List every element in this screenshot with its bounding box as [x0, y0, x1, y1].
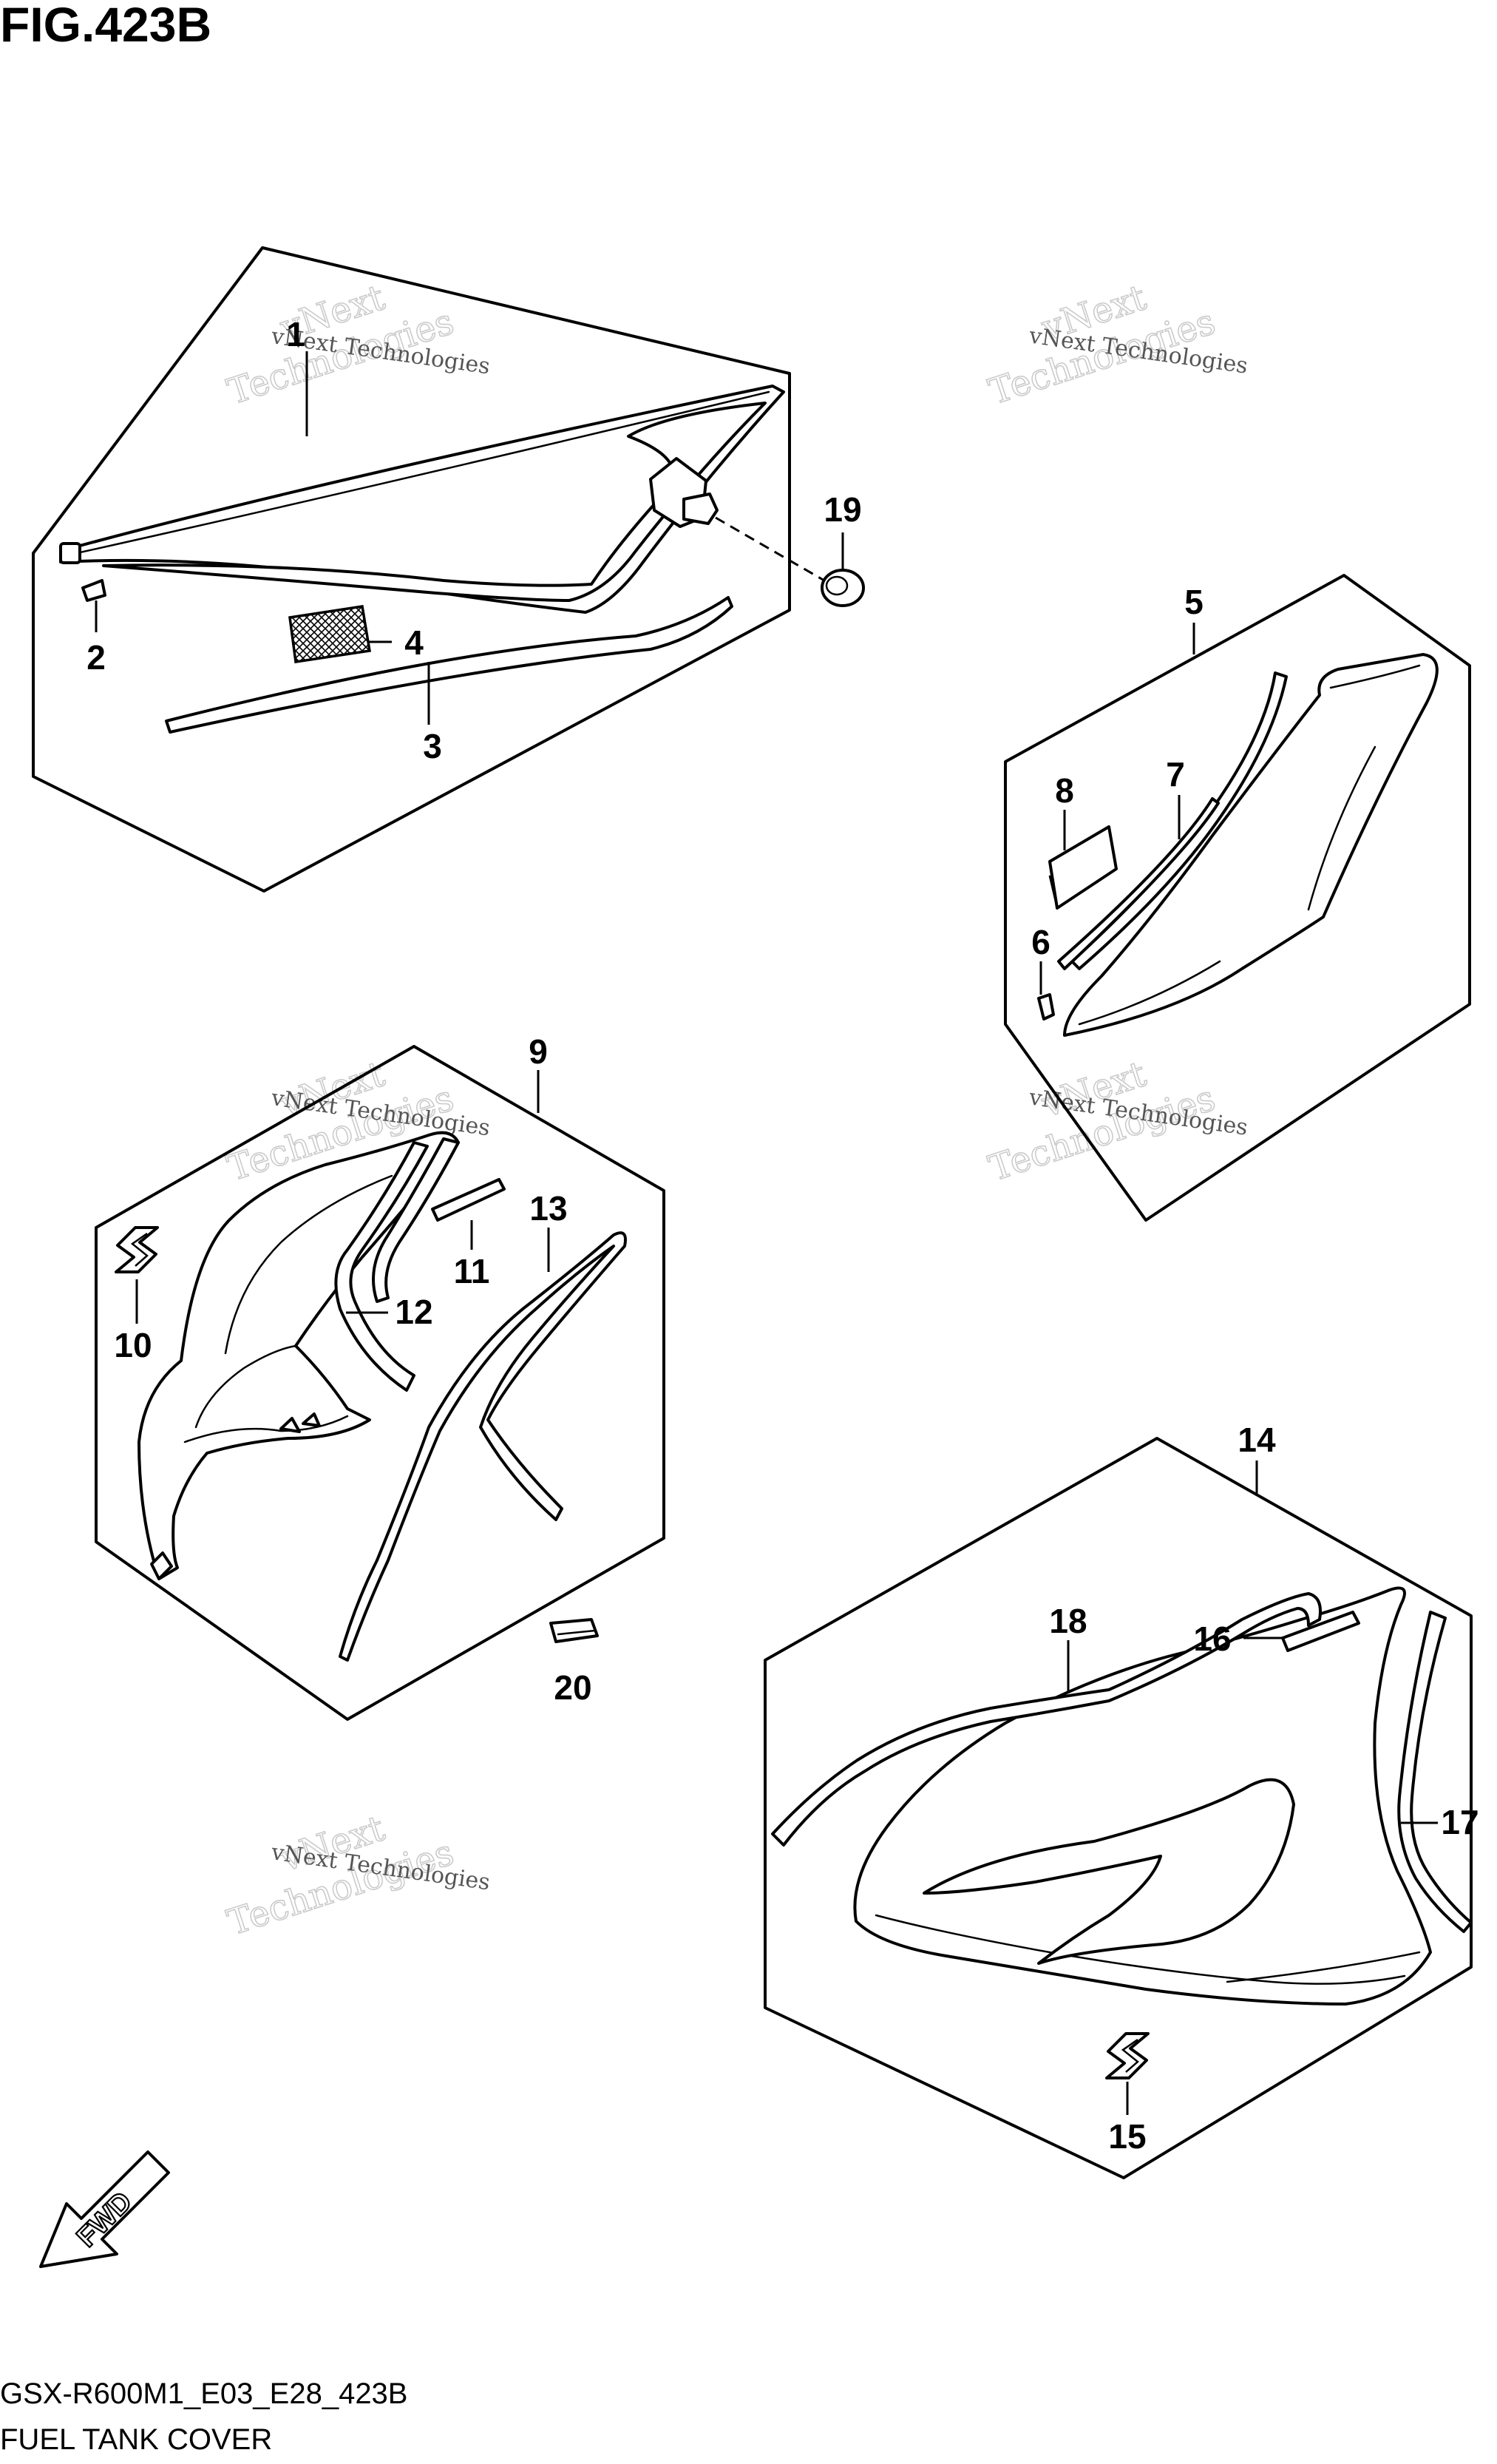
part-19-grommet[interactable]: [821, 569, 865, 607]
callout-1: 1: [286, 315, 305, 353]
assembly-5-group: 5 7 8 6: [1004, 574, 1471, 1222]
callout-5: 5: [1184, 583, 1204, 621]
assembly-9-group: 9 10 11 12 13 20: [95, 1032, 665, 1721]
watermark: Technologies vNext vNext Technologies: [983, 1053, 1249, 1191]
watermark: Technologies vNext vNext Technologies: [222, 1807, 492, 1945]
callout-8: 8: [1055, 771, 1074, 810]
assembly-5-box: [1004, 574, 1471, 1222]
figure-title: FIG.423B: [0, 0, 211, 52]
part-12-trim-strip[interactable]: [334, 1141, 429, 1392]
part-20-clip[interactable]: [549, 1618, 599, 1643]
callout-15: 15: [1108, 2117, 1146, 2156]
part-11-trim[interactable]: [431, 1178, 506, 1222]
part-14-inner-cutout: [923, 1778, 1295, 1965]
callout-9: 9: [529, 1032, 548, 1071]
watermark: Technologies vNext vNext Technologies: [222, 277, 492, 414]
callout-10: 10: [114, 1326, 152, 1364]
fastener-line: [715, 516, 825, 582]
assembly-14-group: 14 18 16 17 15: [764, 1421, 1479, 2179]
callout-17: 17: [1441, 1803, 1479, 1841]
part-3-trim-strip[interactable]: [165, 596, 733, 734]
part-10-logo-emblem[interactable]: [115, 1226, 159, 1273]
callout-6: 6: [1031, 923, 1050, 961]
assembly-1-group: 1 2 3 4 19: [32, 246, 865, 893]
part-7-trim-strip[interactable]: [1070, 671, 1288, 970]
callout-4: 4: [404, 623, 424, 662]
part-2-clip[interactable]: [81, 579, 106, 602]
callout-11: 11: [454, 1252, 490, 1290]
callout-16: 16: [1193, 1619, 1231, 1658]
callout-18: 18: [1049, 1602, 1087, 1640]
callout-7: 7: [1166, 755, 1185, 793]
part-4-emblem[interactable]: [288, 605, 372, 663]
callout-14: 14: [1238, 1421, 1276, 1459]
assembly-1-box: [32, 246, 791, 893]
model-code: GSX-R600M1_E03_E28_423B: [0, 2377, 407, 2410]
part-18-trim-strip[interactable]: [771, 1592, 1322, 1847]
assembly-14-box: [764, 1437, 1473, 2179]
callout-12: 12: [395, 1293, 432, 1331]
figure-caption: FUEL TANK COVER: [0, 2423, 272, 2456]
callout-2: 2: [86, 638, 106, 677]
fwd-direction-arrow: FWD: [39, 2150, 170, 2268]
callout-3: 3: [423, 727, 442, 765]
part-8-pad[interactable]: [1048, 825, 1118, 910]
assembly-9-box: [95, 1045, 665, 1721]
part-15-logo-emblem[interactable]: [1105, 2032, 1150, 2079]
callout-19: 19: [824, 490, 861, 529]
callout-20: 20: [554, 1668, 591, 1707]
fwd-arrow-icon: [39, 2150, 170, 2268]
part-16-trim[interactable]: [1281, 1611, 1360, 1652]
part-6-clip[interactable]: [1037, 993, 1055, 1021]
part-13-cover-frame[interactable]: [339, 1231, 627, 1662]
callout-13: 13: [529, 1189, 567, 1228]
watermark: Technologies vNext vNext Technologies: [983, 277, 1249, 414]
part-17-trim-strip[interactable]: [1397, 1611, 1473, 1933]
part-5-side-cover[interactable]: [1063, 653, 1439, 1037]
